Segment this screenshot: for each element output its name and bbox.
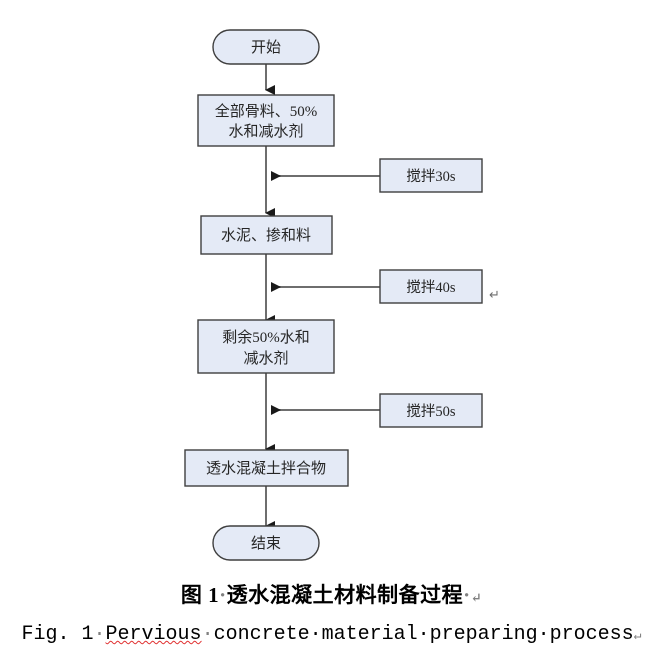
note-mix40[interactable]: 搅拌40s — [379, 269, 483, 304]
step2-label-line1: 水泥、掺和料 — [221, 227, 311, 244]
caption-en-misspelled-word: Pervious — [105, 623, 202, 646]
mix30-shape — [379, 158, 483, 193]
step3-label-line1: 剩余50%水和 — [222, 328, 310, 346]
step1-label-line1: 全部骨料、50% — [215, 102, 318, 120]
step3-shape — [197, 319, 335, 374]
caption-zh-pilcrow: ↵ — [470, 590, 483, 605]
step4-label-line1: 透水混凝土拌合物 — [206, 460, 326, 477]
step2-shape — [200, 215, 333, 255]
figure-caption-zh: 图 1·透水混凝土材料制备过程·↵ — [0, 579, 663, 609]
caption-zh-title: 透水混凝土材料制备过程 — [226, 583, 464, 607]
caption-en-prefix: Fig. 1 — [21, 623, 94, 646]
node-step3[interactable]: 剩余50%水和 减水剂 — [197, 319, 335, 374]
caption-zh-trailing-dot: · — [463, 583, 471, 607]
node-end[interactable]: 结束 — [212, 525, 320, 561]
connectors — [265, 63, 380, 531]
caption-zh-prefix: 图 1 — [180, 583, 220, 607]
caption-en-sep: · — [93, 623, 106, 646]
note-mix30[interactable]: 搅拌30s — [379, 158, 483, 193]
caption-en-rest: concrete·material·preparing·process — [213, 623, 634, 646]
step1-shape — [197, 94, 335, 147]
mix50-shape — [379, 393, 483, 428]
node-step4[interactable]: 透水混凝土拌合物 — [184, 449, 349, 487]
caption-en-pilcrow: ↵ — [633, 628, 642, 643]
node-step2[interactable]: 水泥、掺和料 — [200, 215, 333, 255]
mix40-shape — [379, 269, 483, 304]
mix30-label: 搅拌30s — [406, 168, 455, 185]
figure-caption-en: Fig. 1·Pervious·concrete·material·prepar… — [0, 623, 663, 646]
end-label: 结束 — [251, 535, 281, 552]
start-shape — [212, 29, 320, 65]
mix40-label: 搅拌40s — [406, 279, 455, 296]
caption-en-sep-2: · — [201, 623, 214, 646]
node-start[interactable]: 开始 — [212, 29, 320, 65]
end-shape — [212, 525, 320, 561]
step4-shape — [184, 449, 349, 487]
caption-zh-sep: · — [219, 583, 227, 607]
return-mark-icon: ↵ — [489, 287, 500, 302]
note-mix50[interactable]: 搅拌50s — [379, 393, 483, 428]
step3-label-line2: 减水剂 — [243, 350, 288, 367]
start-label: 开始 — [251, 39, 281, 56]
node-step1[interactable]: 全部骨料、50% 水和减水剂 — [197, 94, 335, 147]
mix50-label: 搅拌50s — [406, 403, 455, 420]
step1-label-line2: 水和减水剂 — [228, 123, 303, 140]
